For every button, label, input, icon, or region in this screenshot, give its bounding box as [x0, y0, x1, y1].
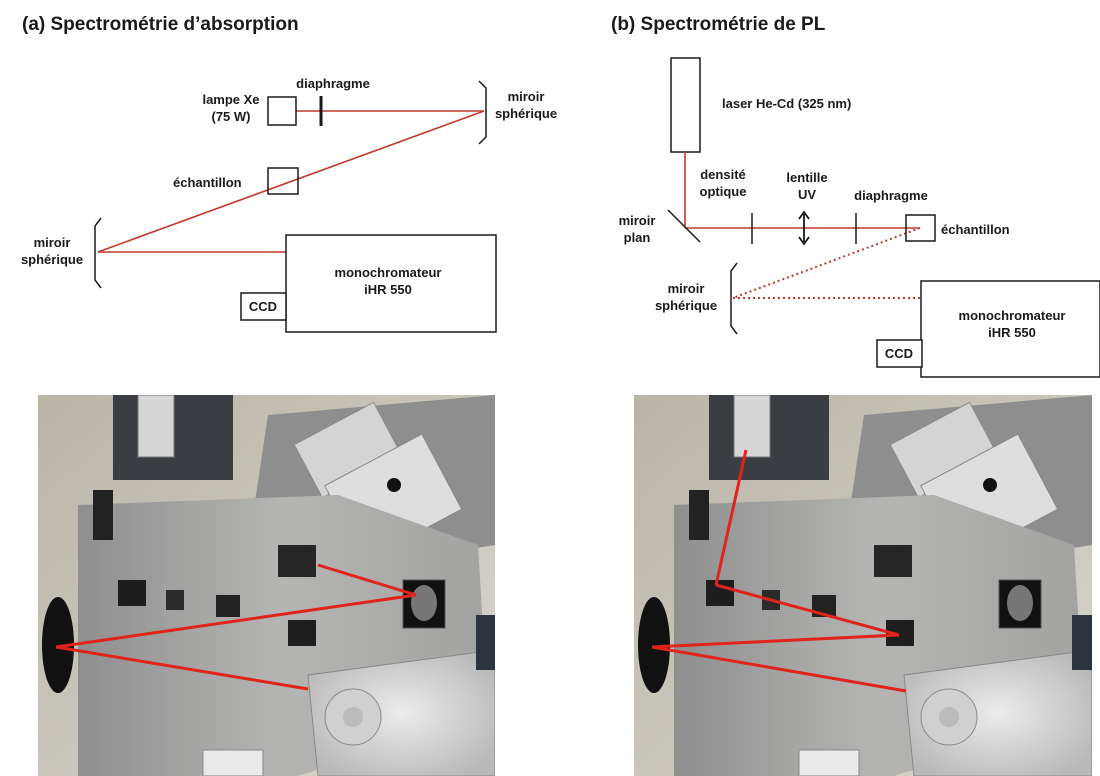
laser-box	[670, 57, 701, 153]
density-label-line1: densité	[700, 167, 746, 182]
mirror-left-label-line1: miroir	[34, 235, 71, 250]
plane-mirror-label-line1: miroir	[619, 213, 656, 228]
lamp-label-line1: lampe Xe	[202, 92, 259, 107]
spherical-mirror-right	[478, 80, 487, 145]
diaphragm-label-a: diaphragme	[296, 76, 370, 91]
monochromator-a	[285, 234, 497, 333]
plane-mirror	[667, 209, 701, 243]
sample-box-b	[905, 214, 936, 242]
setup-photo-a	[38, 395, 495, 776]
panel-a-schematic: lampe Xe (75 W) diaphragme miroir sphéri…	[21, 76, 557, 333]
mirror-right-label-line1: miroir	[508, 89, 545, 104]
lens-label-line1: lentille	[786, 170, 827, 185]
beam-mirror-to-mirror	[97, 110, 485, 253]
mono-label-b-line2: iHR 550	[988, 325, 1036, 340]
uv-lens-arrow	[798, 210, 810, 246]
setup-photo-b	[634, 395, 1092, 776]
mono-label-b-line1: monochromateur	[959, 308, 1066, 323]
mirror-left-label-line2: sphérique	[21, 252, 83, 267]
ccd-box-b	[876, 339, 923, 368]
monochromator-b	[920, 280, 1100, 378]
schematic-diagrams: lampe Xe (75 W) diaphragme miroir sphéri…	[21, 57, 1100, 378]
mono-label-a-line2: iHR 550	[364, 282, 412, 297]
plane-mirror-label-line2: plan	[624, 230, 651, 245]
beam-sample-to-mirror	[732, 227, 921, 299]
mirror-right-label-line2: sphérique	[495, 106, 557, 121]
mirror-b-label-line1: miroir	[668, 281, 705, 296]
sample-box-a	[267, 167, 299, 195]
panel-b-title: (b) Spectrométrie de PL	[611, 14, 826, 35]
lamp-label-line2: (75 W)	[212, 109, 251, 124]
xe-lamp-box	[267, 96, 297, 126]
mirror-b-label-line2: sphérique	[655, 298, 717, 313]
laser-label: laser He-Cd (325 nm)	[722, 96, 851, 111]
ccd-label-a: CCD	[249, 299, 277, 314]
density-label-line2: optique	[700, 184, 747, 199]
lens-label-line2: UV	[798, 187, 816, 202]
mono-label-a-line1: monochromateur	[335, 265, 442, 280]
panel-b-schematic: laser He-Cd (325 nm) densité optique len…	[619, 57, 1100, 378]
sample-label-a: échantillon	[173, 175, 242, 190]
ccd-label-b: CCD	[885, 346, 913, 361]
spherical-mirror-left	[94, 217, 102, 289]
spherical-mirror-b	[730, 262, 738, 335]
diaphragm-label-b: diaphragme	[854, 188, 928, 203]
sample-label-b: échantillon	[941, 222, 1010, 237]
ccd-box-a	[240, 292, 287, 321]
panel-a-title: (a) Spectrométrie d’absorption	[22, 14, 299, 35]
